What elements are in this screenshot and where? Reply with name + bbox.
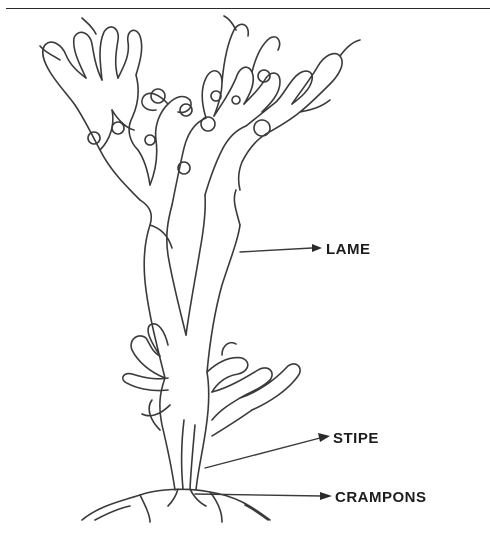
lame-leader-line — [240, 248, 312, 252]
upper-fronds-drawing — [40, 16, 360, 205]
conceptacles-drawing — [88, 70, 270, 174]
blade-drawing — [140, 190, 240, 378]
stipe-arrowhead — [318, 433, 330, 442]
lame-arrowhead — [312, 244, 322, 252]
stipe-leader-line — [205, 438, 320, 468]
crampons-leader-line — [195, 494, 322, 496]
label-crampons: CRAMPONS — [335, 489, 427, 506]
label-lame: LAME — [326, 241, 371, 258]
holdfast-drawing — [82, 489, 270, 522]
label-stipe: STIPE — [333, 430, 379, 447]
crampons-arrowhead — [320, 492, 332, 500]
